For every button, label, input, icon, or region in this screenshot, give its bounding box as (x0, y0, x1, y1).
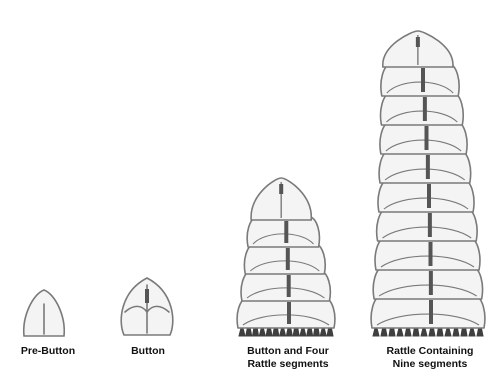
segment-keel (428, 213, 432, 237)
rattle-segment (241, 271, 330, 301)
segment-keel (429, 271, 433, 295)
label-four-segments-line-2: Rattle segments (228, 358, 348, 371)
rattle-button-keel (279, 184, 283, 194)
rattle-segment (371, 296, 485, 328)
rattle-segment (375, 238, 480, 270)
four-segment-rattle-drawing (237, 178, 335, 336)
segment-keel (429, 242, 433, 266)
rattle-segment (381, 64, 459, 96)
label-four-segments-line-1: Button and Four (228, 345, 348, 358)
rattle-button-keel (416, 37, 420, 47)
label-pre-button-line-1: Pre-Button (12, 345, 84, 358)
nine-segment-rattle-drawing (371, 31, 485, 336)
segment-keel (426, 155, 430, 179)
label-pre-button: Pre-Button (12, 345, 84, 358)
segment-keel (429, 300, 433, 324)
rattle-segment (377, 209, 477, 241)
pre-button-drawing (24, 290, 64, 336)
rattle-segment (379, 151, 471, 183)
segment-keel (287, 275, 291, 297)
rattle-segment (244, 244, 325, 274)
label-nine-segments: Rattle Containing Nine segments (368, 345, 492, 371)
rattle-segment (373, 267, 482, 299)
label-button-line-1: Button (118, 345, 178, 358)
rattle-segment (380, 122, 467, 154)
label-nine-segments-line-2: Nine segments (368, 358, 492, 371)
rattle-segment (381, 93, 464, 125)
button-drawing (121, 278, 173, 335)
rattle-segment (237, 298, 335, 328)
rattle-segment (247, 217, 319, 247)
segment-keel (287, 302, 291, 324)
segment-keel (427, 184, 431, 208)
segment-keel (286, 248, 290, 270)
segment-keel (421, 68, 425, 92)
label-four-segments: Button and Four Rattle segments (228, 345, 348, 371)
button-keel (145, 289, 149, 303)
label-button: Button (118, 345, 178, 358)
label-nine-segments-line-1: Rattle Containing (368, 345, 492, 358)
segment-keel (423, 97, 427, 121)
segment-keel (425, 126, 429, 150)
segment-keel (284, 221, 288, 243)
rattle-segment (378, 180, 474, 212)
